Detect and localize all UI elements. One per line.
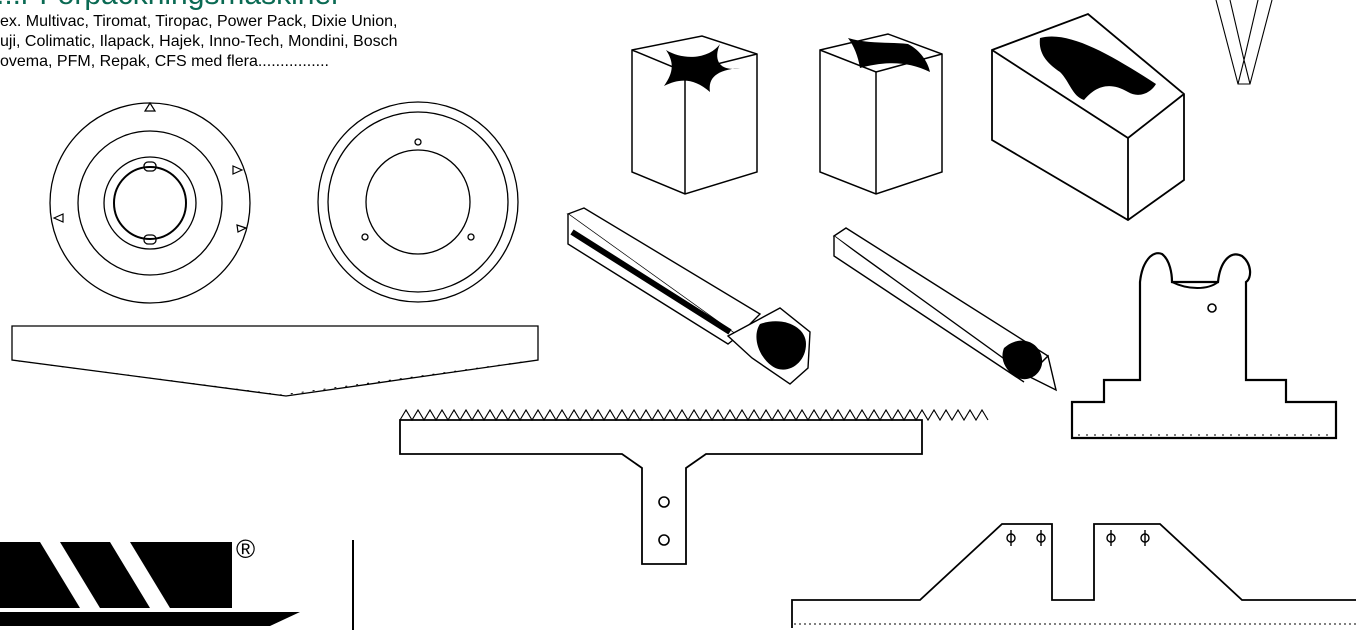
blade-with-ears-image (1070, 252, 1338, 440)
circular-blade-holes-image (317, 101, 519, 303)
emt-logo (0, 542, 300, 626)
page-title: ...r Förpackningsmaskiner (0, 0, 341, 12)
description-line: ovema, PFM, Repak, CFS med flera........… (0, 53, 329, 70)
logo-divider (352, 540, 354, 630)
long-blade-with-mounts-image (791, 523, 1356, 628)
rectangular-block-tool-image (991, 12, 1185, 222)
square-block-half-tool-image (819, 33, 943, 195)
description-line: ex. Multivac, Tiromat, Tiropac, Power Pa… (0, 13, 398, 30)
punch-tool-pointed-image (832, 227, 1058, 392)
registered-trademark-mark: ® (236, 534, 256, 564)
description-line: uji, Colimatic, Ilapack, Hajek, Inno-Tec… (0, 33, 398, 50)
circular-blade-notched-image (49, 101, 251, 304)
t-shaped-serrated-blade-image (399, 408, 989, 565)
punch-tool-round-image (566, 207, 811, 385)
compatibility-text: ex. Multivac, Tiromat, Tiropac, Power Pa… (0, 12, 580, 72)
square-block-tool-image (631, 35, 758, 195)
v-shaped-serrated-blade-image (11, 325, 539, 397)
v-point-tool-image (1215, 0, 1273, 85)
